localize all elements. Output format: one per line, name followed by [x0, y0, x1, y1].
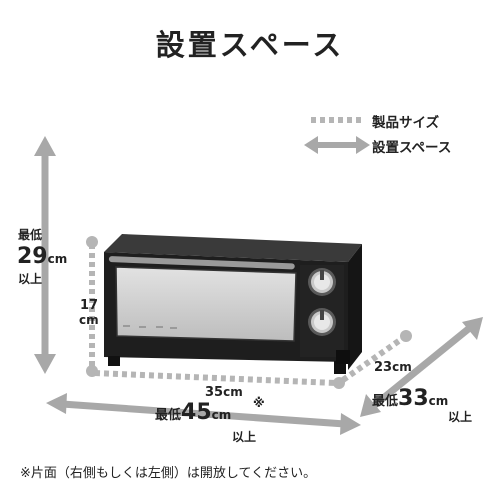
oven-width-label: 35cm — [205, 381, 243, 400]
oven-side — [348, 244, 362, 370]
oven-foot — [108, 356, 120, 366]
oven-depth-unit: cm — [392, 360, 412, 374]
height-value: 29 — [17, 244, 48, 269]
height-min-prefix: 最低 — [18, 228, 43, 242]
oven-window — [115, 266, 297, 342]
product-depth-dotted-line — [341, 330, 412, 383]
legend-install-space-swatch — [304, 136, 370, 154]
width-unit: cm — [211, 408, 232, 422]
oven-height-unit: cm — [79, 313, 99, 327]
height-unit: cm — [47, 252, 68, 266]
oven-foot — [334, 361, 346, 374]
depth-space-arrow — [360, 317, 483, 417]
width-min-prefix: 最低 — [155, 408, 182, 423]
oven-depth-value: 23 — [374, 360, 393, 375]
page-title: 設置スペース — [155, 28, 345, 62]
depth-measure: 最低33cm — [372, 386, 448, 411]
oven-width-unit: cm — [223, 385, 243, 399]
height-measure: 29cm — [17, 244, 67, 269]
oven-depth-label: 23cm — [374, 356, 412, 375]
toaster-oven — [104, 234, 362, 374]
width-value: 45 — [181, 400, 212, 425]
oven-width-value: 35 — [205, 385, 224, 400]
control-labels — [123, 325, 177, 329]
oven-height-value: 17 — [80, 298, 99, 313]
product-width-dotted-line — [94, 370, 345, 389]
width-suffix: 以上 — [232, 430, 257, 444]
depth-suffix: 以上 — [448, 410, 473, 424]
width-measure: 最低45cm — [155, 400, 231, 425]
oven-top — [104, 234, 362, 262]
height-suffix: 以上 — [18, 272, 43, 286]
height-space-arrow — [34, 136, 56, 374]
width-space-arrow — [46, 393, 361, 435]
timer-knob-icon — [308, 268, 336, 296]
oven-foot — [336, 350, 350, 364]
legend-product-size-label: 製品サイズ — [372, 115, 440, 131]
depth-min-prefix: 最低 — [372, 394, 399, 409]
door-handle — [108, 256, 295, 270]
width-note-mark: ※ — [253, 396, 265, 410]
legend-install-space-label: 設置スペース — [372, 140, 452, 156]
temp-knob-icon — [308, 308, 336, 336]
footnote: ※片面（右側もしくは左側）は開放してください。 — [20, 466, 317, 481]
depth-value: 33 — [398, 386, 429, 411]
depth-unit: cm — [428, 394, 449, 408]
